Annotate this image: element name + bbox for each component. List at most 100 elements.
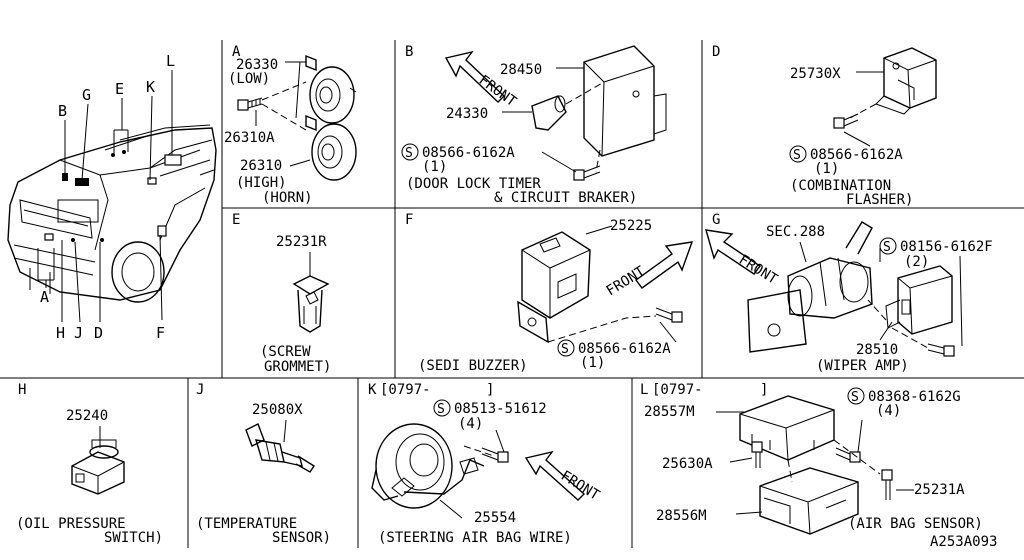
grommet-illustration xyxy=(292,275,330,333)
panel-d-letter: D xyxy=(712,44,720,60)
flasher-illustration xyxy=(875,47,937,115)
panel-k-letter: K xyxy=(368,382,377,398)
bolt-quantity: (1) xyxy=(580,355,605,371)
bolt-standard-letter: S xyxy=(793,148,801,163)
callout-leaders xyxy=(37,70,173,323)
bolt-quantity: (1) xyxy=(422,159,447,175)
bolt-standard-letter: S xyxy=(405,146,413,161)
bolt-standard-letter: S xyxy=(561,342,569,357)
bolt-part-number: 08156-6162F xyxy=(900,239,993,255)
truck-illustration xyxy=(7,124,217,303)
part-number: 26310A xyxy=(224,130,275,146)
panel-f-letter: F xyxy=(405,212,413,228)
panel-caption: (AIR BAG SENSOR) xyxy=(848,516,983,532)
bolt-icon xyxy=(655,307,683,323)
bolt-icon xyxy=(927,343,955,357)
timer-box-illustration xyxy=(583,45,667,157)
part-number: 25231A xyxy=(914,482,965,498)
bolt-quantity: (1) xyxy=(814,161,839,177)
callout-letter-g: G xyxy=(82,86,91,104)
panel-k-steering-air-bag-wire: K [0797- ] S 08513-51612 (4) FRONT 25554… xyxy=(368,382,603,546)
effective-date-close: ] xyxy=(486,382,494,398)
part-number: 25231R xyxy=(276,234,327,250)
panel-e-screw-grommet: E 25231R (SCREW GROMMET) xyxy=(232,212,331,375)
bolt-standard-mark xyxy=(879,237,897,255)
part-number: 26310 xyxy=(240,158,282,174)
effective-date: [0797- xyxy=(652,382,703,398)
front-arrow-icon xyxy=(635,241,694,289)
effective-date-close: ] xyxy=(760,382,768,398)
clock-spring-illustration xyxy=(371,423,485,509)
panel-caption: (SEDI BUZZER) xyxy=(418,358,528,374)
bolt-standard-letter: S xyxy=(851,390,859,405)
bolt-quantity: (4) xyxy=(458,416,483,432)
panel-caption: (HORN) xyxy=(262,190,313,206)
bolt-standard-letter: S xyxy=(883,240,891,255)
panel-g-letter: G xyxy=(712,212,720,228)
bolt-icon xyxy=(833,113,859,129)
panel-caption: FLASHER) xyxy=(846,192,913,208)
panel-h-letter: H xyxy=(18,382,26,398)
panel-j-letter: J xyxy=(196,382,204,398)
callout-letter-f: F xyxy=(156,324,165,342)
panel-caption: (STEERING AIR BAG WIRE) xyxy=(378,530,572,546)
panel-caption: (WIPER AMP) xyxy=(816,358,909,374)
bolt-icon xyxy=(237,97,263,111)
vehicle-overview: A B G E K L H J D F xyxy=(7,52,217,342)
panel-j-temperature-sensor: J 25080X (TEMPERATURE SENSOR) xyxy=(196,382,331,546)
panel-a-letter: A xyxy=(232,44,241,60)
callout-letter-b: B xyxy=(58,102,67,120)
bolt-standard-letter: S xyxy=(437,402,445,417)
part-number: 28557M xyxy=(644,404,695,420)
callout-letter-e: E xyxy=(115,80,124,98)
panel-b-letter: B xyxy=(405,44,413,60)
part-number: 28510 xyxy=(856,342,898,358)
front-arrow-icon xyxy=(705,229,762,275)
bolt-part-number: 08513-51612 xyxy=(454,401,547,417)
panel-caption: (SCREW xyxy=(260,344,311,360)
bolt-standard-mark xyxy=(401,143,419,161)
bolt-part-number: 08566-6162A xyxy=(422,145,515,161)
panel-caption: (COMBINATION xyxy=(790,178,891,194)
sensor-illustration xyxy=(245,423,315,473)
callout-letter-j: J xyxy=(74,324,83,342)
bolt-standard-mark xyxy=(789,145,807,163)
panel-e-letter: E xyxy=(232,212,240,228)
front-arrow-icon xyxy=(444,50,506,103)
part-number: SEC.288 xyxy=(766,224,825,240)
panel-caption: SWITCH) xyxy=(104,530,163,546)
buzzer-illustration xyxy=(517,231,591,344)
bolt-standard-mark xyxy=(557,339,575,357)
panel-a-horn: A 26330 (LOW) 26310A 26310 (HIGH) (HORN) xyxy=(224,44,357,206)
panel-f-sedi-buzzer: F FRONT 25225 S 08566-6162A (1) (SEDI BU… xyxy=(405,212,694,374)
callout-letter-k: K xyxy=(146,78,155,96)
bolt-icon xyxy=(835,447,861,463)
callout-letter-d: D xyxy=(94,324,103,342)
bolt-icon xyxy=(573,165,601,181)
part-number: 25240 xyxy=(66,408,108,424)
panel-l-letter: L xyxy=(640,382,648,398)
panel-caption: GROMMET) xyxy=(264,359,331,375)
part-number: 25630A xyxy=(662,456,713,472)
panel-caption: (TEMPERATURE xyxy=(196,516,297,532)
part-number: 26330 xyxy=(236,57,278,73)
part-number: 25730X xyxy=(790,66,841,82)
part-note: (LOW) xyxy=(228,71,270,87)
bolt-part-number: 08566-6162A xyxy=(578,341,671,357)
effective-date: [0797- xyxy=(380,382,431,398)
bolt-part-number: 08368-6162G xyxy=(868,389,961,405)
part-note: (HIGH) xyxy=(236,175,287,191)
panel-caption: (DOOR LOCK TIMER xyxy=(406,176,541,192)
panel-d-combination-flasher: D 25730X S 08566-6162A (1) (COMBINATION … xyxy=(712,44,937,208)
bolt-quantity: (4) xyxy=(876,403,901,419)
wiper-motor-illustration xyxy=(747,221,873,353)
wiper-amp-illustration xyxy=(885,265,953,335)
part-number: 25225 xyxy=(610,218,652,234)
front-label: FRONT xyxy=(736,252,781,288)
panel-caption: & CIRCUIT BRAKER) xyxy=(494,190,637,206)
part-number: 25080X xyxy=(252,402,303,418)
horn-low-illustration xyxy=(305,54,357,124)
horn-high-illustration xyxy=(305,114,357,181)
part-number: 25554 xyxy=(474,510,516,526)
